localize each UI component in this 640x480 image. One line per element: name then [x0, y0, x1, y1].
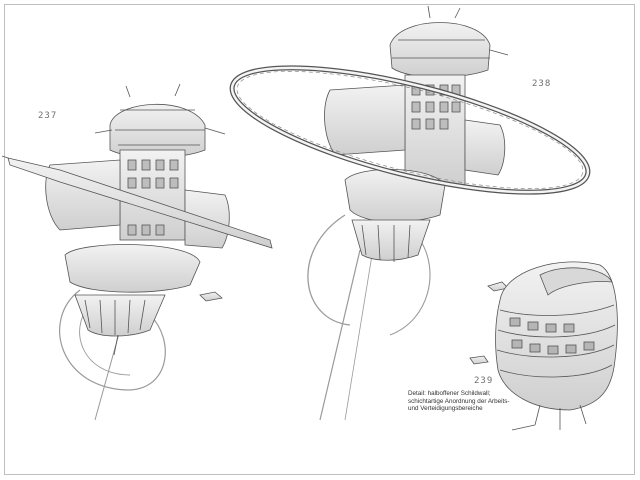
station-239-detail-sketch: [495, 261, 618, 431]
station-238-sketch: [229, 5, 591, 421]
caption-line-1: Detail: halboffener Schildwall;: [408, 390, 491, 397]
label-station-239: 239: [474, 376, 494, 386]
caption-line-2: schichtartige Anordnung der Arbeits-: [408, 397, 510, 405]
station-237-sketch: [1, 83, 273, 421]
label-station-237: 237: [38, 111, 58, 121]
label-station-238: 238: [532, 79, 552, 89]
detail-caption: Detail: halboffener Schildwall; schichta…: [408, 390, 548, 413]
caption-line-3: und Verteidigungsbereiche: [408, 405, 483, 413]
